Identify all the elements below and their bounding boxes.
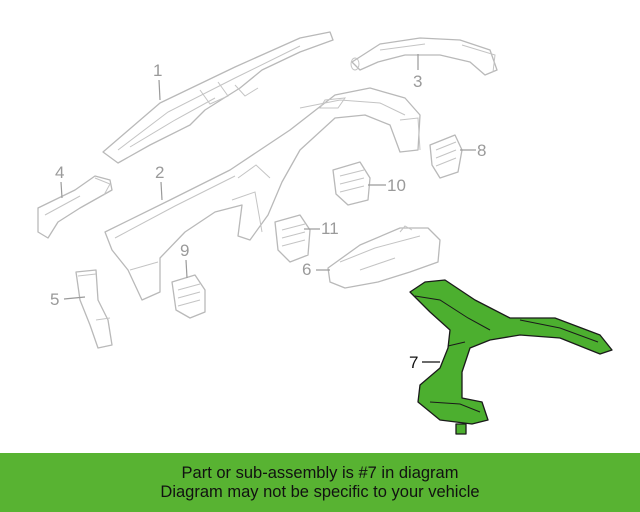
info-banner: Part or sub-assembly is #7 in diagram Di… [0,453,640,512]
callout-5: 5 [50,290,86,309]
svg-text:3: 3 [413,72,422,91]
callout-2: 2 [155,163,164,201]
svg-text:8: 8 [477,141,486,160]
part-1-defroster-duct[interactable] [102,31,334,164]
callout-1: 1 [153,61,162,101]
callout-8: 8 [460,141,486,160]
callout-6: 6 [302,260,330,279]
callout-3: 3 [413,54,422,91]
svg-text:11: 11 [321,219,339,238]
svg-text:6: 6 [302,260,311,279]
callout-11: 11 [304,219,339,238]
svg-text:7: 7 [409,353,418,372]
callout-4: 4 [55,163,64,199]
banner-line-2: Diagram may not be specific to your vehi… [160,482,480,501]
svg-text:4: 4 [55,163,64,182]
callout-7: 7 [409,353,440,372]
part-9-vent[interactable] [171,274,206,319]
svg-text:2: 2 [155,163,164,182]
part-2-main-duct[interactable] [104,87,421,301]
callout-9: 9 [180,241,189,279]
svg-text:1: 1 [153,61,162,80]
part-10-vent[interactable] [332,161,371,206]
part-11-vent[interactable] [274,214,311,263]
parts-diagram: 1 2 3 4 5 6 7 8 9 10 11 [37,31,613,435]
callout-10: 10 [368,176,406,195]
part-5-lower-duct[interactable] [75,269,113,349]
svg-text:10: 10 [387,176,406,195]
part-8-vent[interactable] [429,134,463,179]
part-4-side-duct-left[interactable] [37,175,113,239]
banner-line-1: Part or sub-assembly is #7 in diagram [181,463,459,482]
part-6-floor-connector[interactable] [327,225,441,289]
svg-text:9: 9 [180,241,189,260]
part-3-side-duct[interactable] [350,37,498,76]
svg-text:5: 5 [50,290,59,309]
part-7-rear-floor-duct[interactable] [409,279,613,435]
